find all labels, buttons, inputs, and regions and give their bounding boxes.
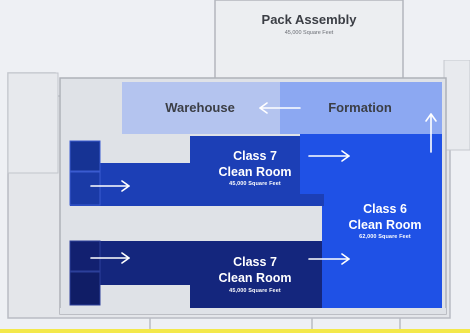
warehouse-room bbox=[122, 82, 280, 134]
class6-area: 62,000 Square Feet bbox=[359, 234, 411, 240]
highlight-strip bbox=[0, 329, 470, 333]
class7-bottom-chamber-2 bbox=[69, 271, 101, 306]
flow-arrows bbox=[90, 102, 437, 265]
left-wing-wall bbox=[7, 72, 59, 174]
class7-bottom-subtitle: Clean Room bbox=[218, 271, 292, 285]
pack-assembly-area: 45,000 Square Feet bbox=[284, 30, 334, 36]
class7-top-area: 45,000 Square Feet bbox=[229, 181, 281, 187]
class7-bottom-room bbox=[70, 241, 322, 308]
arrow-formation-up-icon bbox=[425, 113, 437, 153]
pack-assembly-label: Pack Assembly bbox=[261, 12, 357, 27]
warehouse-label: Warehouse bbox=[165, 100, 235, 115]
class6-title: Class 6 bbox=[363, 202, 407, 216]
class7-bottom-chamber-1 bbox=[69, 240, 101, 272]
class6-room bbox=[322, 134, 442, 308]
arrow-class7-bottom-to-class6-icon bbox=[308, 253, 350, 265]
formation-room bbox=[280, 82, 442, 134]
formation-label: Formation bbox=[328, 100, 392, 115]
class7-top-title: Class 7 bbox=[233, 149, 277, 163]
right-wing-wall bbox=[443, 59, 470, 151]
class7-top-subtitle: Clean Room bbox=[218, 165, 292, 179]
arrow-class7-top-entry-icon bbox=[90, 180, 130, 192]
pack-assembly-room bbox=[214, 0, 404, 86]
arrow-class7-bottom-entry-icon bbox=[90, 252, 130, 264]
arrow-class7-top-to-class6-icon bbox=[308, 150, 350, 162]
arrow-warehouse-to-formation-icon bbox=[259, 102, 301, 114]
class6-subtitle: Clean Room bbox=[348, 218, 422, 232]
class7-bottom-title: Class 7 bbox=[233, 255, 277, 269]
class7-top-chamber-1 bbox=[69, 140, 101, 172]
class6-connector bbox=[300, 134, 322, 194]
class7-top-room bbox=[70, 136, 324, 206]
class7-top-chamber-2 bbox=[69, 171, 101, 206]
class7-bottom-area: 45,000 Square Feet bbox=[229, 288, 281, 294]
lower-corridor bbox=[60, 308, 446, 314]
